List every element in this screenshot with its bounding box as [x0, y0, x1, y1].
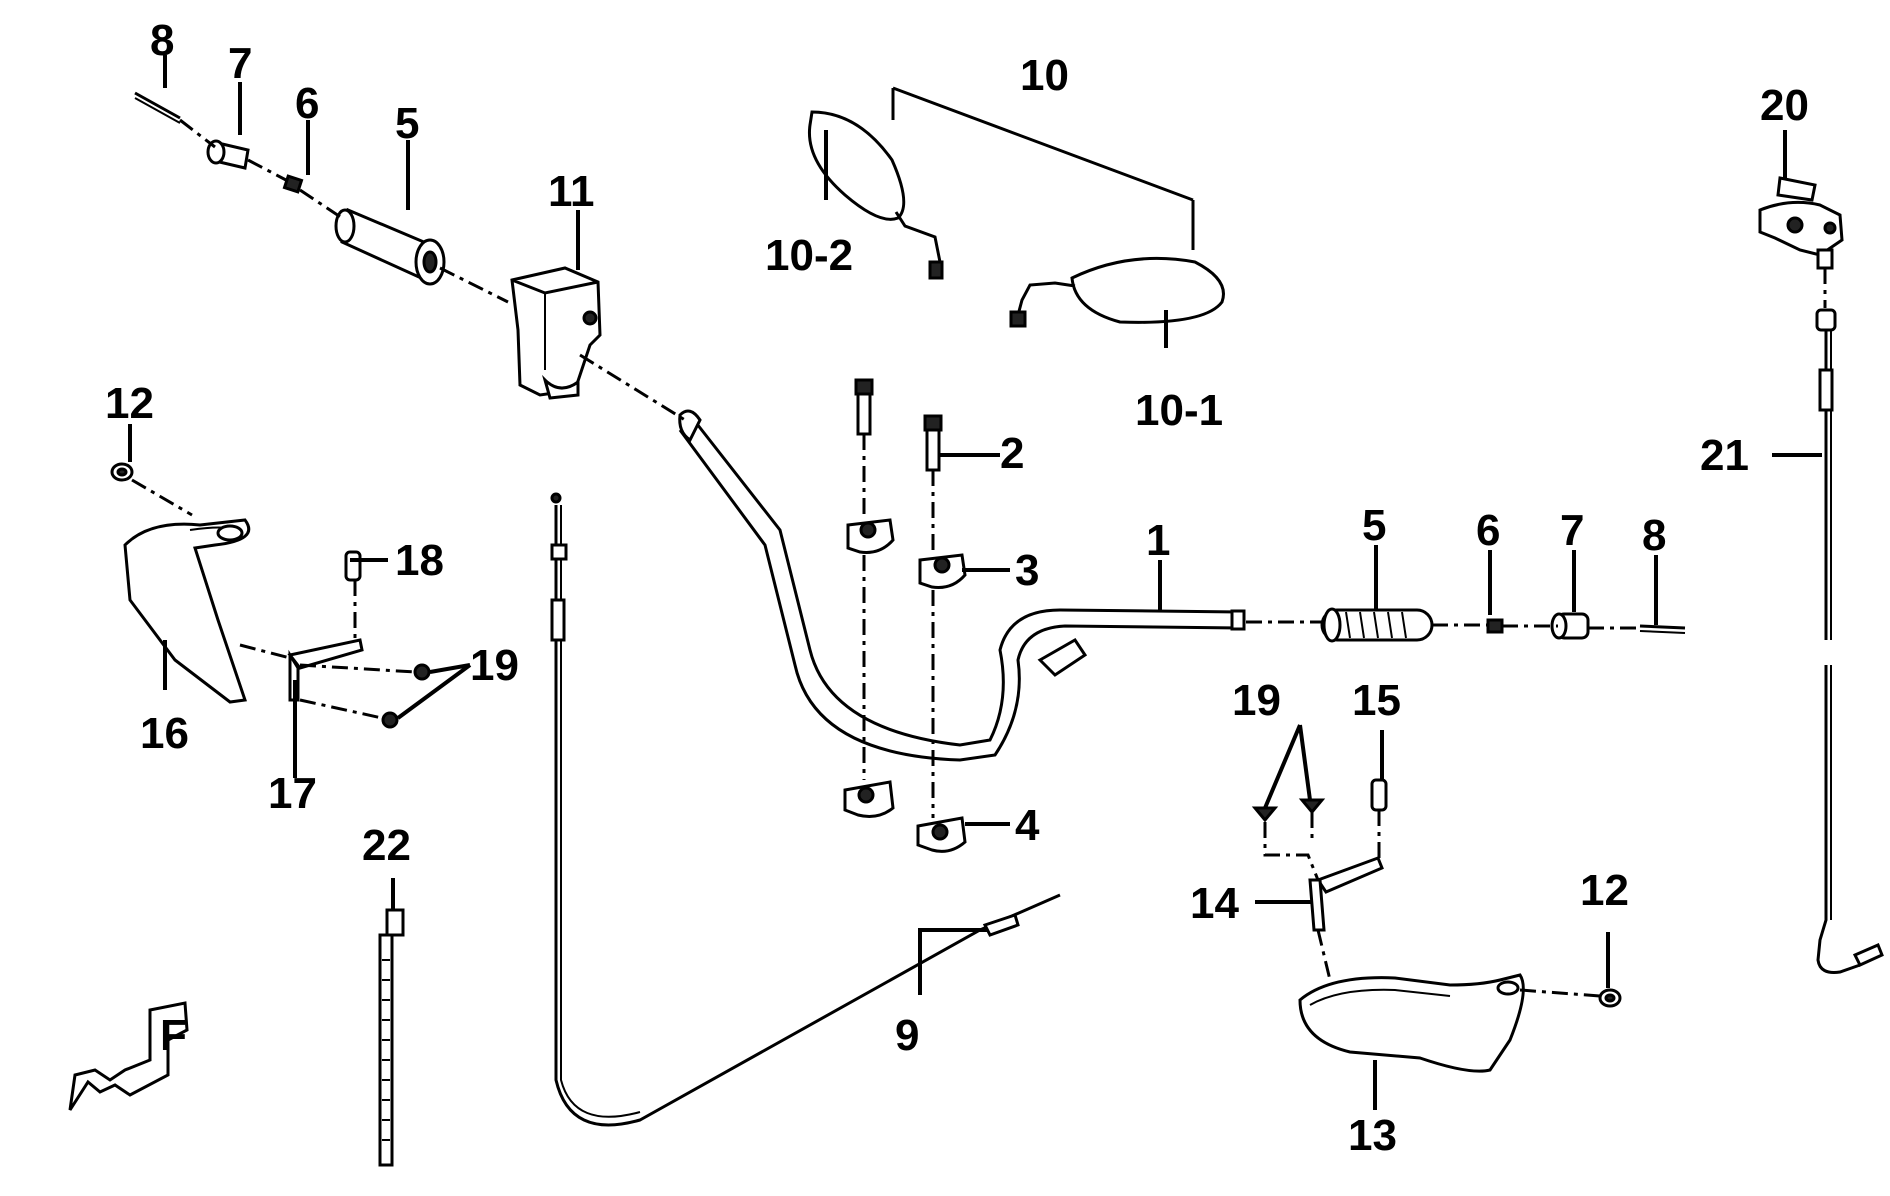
- callout-4: 4: [1015, 801, 1040, 850]
- callout-18: 18: [395, 536, 444, 585]
- callout-16: 16: [140, 709, 189, 758]
- callout-6-right: 6: [1476, 506, 1500, 555]
- right-guard-bracket: [1308, 856, 1384, 932]
- callout-labels: 8 7 6 5 11 10 10-2 10-1 12 2 3 4 1 5 6 7…: [105, 16, 1809, 1160]
- callout-19-left: 19: [470, 641, 519, 690]
- callout-5-left: 5: [395, 99, 419, 148]
- brake-master-cylinder: [510, 266, 602, 400]
- left-bar-end-screw: [134, 91, 181, 124]
- callout-8-right: 8: [1642, 511, 1666, 560]
- upper-clamp-right: [918, 553, 967, 589]
- callout-10: 10: [1020, 51, 1069, 100]
- right-guard-washer: [1598, 988, 1622, 1008]
- front-direction-arrow: F: [68, 1001, 189, 1111]
- right-hand-guard: [1298, 973, 1525, 1073]
- right-bar-end-weight: [1550, 612, 1590, 640]
- callout-21: 21: [1700, 431, 1749, 480]
- left-grip: [334, 207, 446, 286]
- callout-10-2: 10-2: [765, 231, 853, 280]
- clamp-bolt-left: [854, 378, 874, 436]
- callout-12-left: 12: [105, 379, 154, 428]
- callout-7-left: 7: [228, 39, 252, 88]
- mirror-right: [1009, 256, 1225, 328]
- right-bar-end-insert: [1486, 618, 1504, 634]
- handlebar-part: [678, 409, 1246, 762]
- callout-8-left: 8: [150, 16, 174, 65]
- callout-10-1: 10-1: [1135, 386, 1223, 435]
- callout-2: 2: [1000, 429, 1024, 478]
- right-grip: [1320, 607, 1434, 643]
- right-guard-bolt-a: [1251, 806, 1279, 823]
- right-guard-spacer: [1370, 778, 1388, 812]
- lower-clamp-left: [843, 780, 895, 818]
- callout-15: 15: [1352, 676, 1401, 725]
- clamp-bolt-right: [923, 414, 943, 472]
- left-bar-end-insert: [282, 174, 304, 194]
- left-guard-bolt-a: [413, 663, 431, 681]
- left-hand-guard: [123, 518, 251, 704]
- left-guard-spacer: [344, 550, 362, 582]
- brake-cable: [550, 492, 1061, 1127]
- callout-14: 14: [1190, 879, 1239, 928]
- throttle-cable: [1815, 308, 1884, 974]
- right-bar-end-screw: [1639, 624, 1686, 634]
- callout-13: 13: [1348, 1111, 1397, 1160]
- right-guard-bolt-b: [1298, 798, 1326, 815]
- leader-lines: [128, 55, 1822, 1110]
- callout-11: 11: [548, 167, 595, 216]
- upper-clamp-left: [846, 518, 895, 554]
- callout-12-right: 12: [1580, 866, 1629, 915]
- callout-20: 20: [1760, 81, 1809, 130]
- callout-6-left: 6: [295, 79, 319, 128]
- left-guard-bracket: [287, 638, 364, 702]
- callout-7-right: 7: [1560, 506, 1584, 555]
- callout-22: 22: [362, 821, 411, 870]
- front-indicator-letter: F: [160, 1011, 187, 1060]
- left-guard-washer: [110, 462, 134, 482]
- callout-9: 9: [895, 1011, 919, 1060]
- left-guard-bolt-b: [381, 711, 399, 729]
- lower-clamp-right: [916, 816, 967, 853]
- callout-3: 3: [1015, 546, 1039, 595]
- cable-tie: [378, 908, 405, 1167]
- mirror-left: [807, 110, 944, 280]
- callout-17: 17: [268, 769, 317, 818]
- throttle-housing: [1758, 176, 1844, 270]
- callout-1: 1: [1146, 516, 1170, 565]
- callout-5-right: 5: [1362, 501, 1386, 550]
- callout-19-right: 19: [1232, 676, 1281, 725]
